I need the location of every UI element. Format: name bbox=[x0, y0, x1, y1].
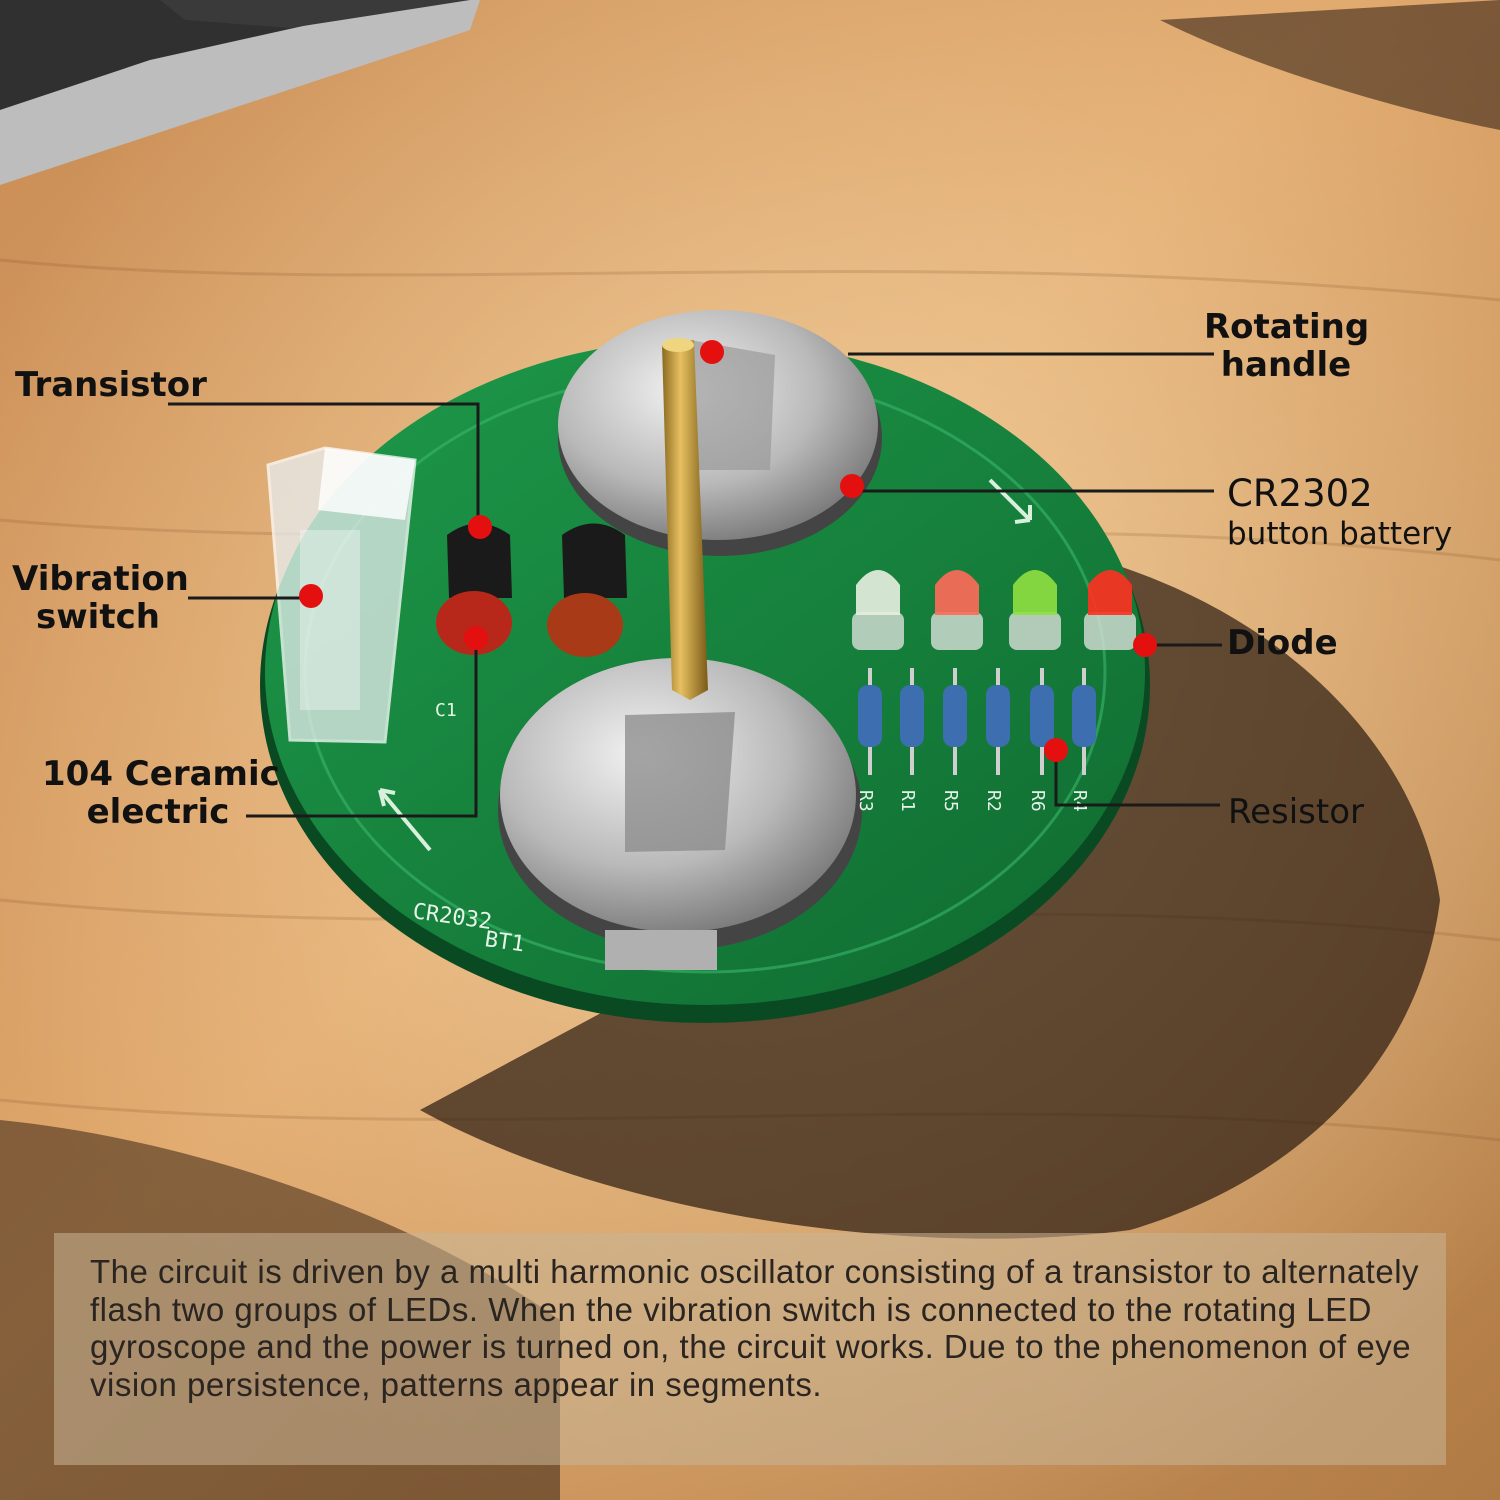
silkscreen-r2: R2 bbox=[983, 790, 1004, 812]
silkscreen-r5: R5 bbox=[940, 790, 961, 812]
label-transistor: Transistor bbox=[15, 365, 207, 405]
resistor-row: R3 R1 R5 R2 R6 R4 bbox=[855, 668, 1096, 812]
callout-dot-3 bbox=[468, 515, 492, 539]
resistor-r2: R2 bbox=[983, 668, 1010, 812]
label-battery: CR2302 button battery bbox=[1227, 472, 1453, 553]
battery-holder-top bbox=[558, 310, 882, 556]
led-3 bbox=[1009, 570, 1061, 650]
silkscreen-r4: R4 bbox=[1069, 790, 1090, 812]
callout-dot-2 bbox=[840, 474, 864, 498]
silkscreen-r6: R6 bbox=[1027, 790, 1048, 812]
silkscreen-c1: C1 bbox=[435, 700, 457, 721]
callout-dot-6 bbox=[1133, 633, 1157, 657]
callout-markers bbox=[299, 340, 1157, 762]
leader-lines bbox=[168, 352, 1222, 818]
callout-dot-7 bbox=[1044, 738, 1068, 762]
callout-dot-1 bbox=[700, 340, 724, 364]
led-4 bbox=[1084, 570, 1136, 650]
label-resistor: Resistor bbox=[1228, 792, 1364, 832]
resistor-r6: R6 bbox=[1027, 668, 1054, 812]
led-2 bbox=[931, 570, 983, 650]
resistor-r5: R5 bbox=[940, 668, 967, 812]
led-1 bbox=[852, 570, 904, 650]
silkscreen-r3: R3 bbox=[855, 790, 876, 812]
led-row bbox=[852, 570, 1136, 650]
ceramic-capacitor-1 bbox=[436, 591, 512, 655]
keyboard bbox=[0, 0, 480, 185]
label-diode: Diode bbox=[1227, 623, 1338, 663]
description-box: The circuit is driven by a multi harmoni… bbox=[54, 1233, 1446, 1465]
vibration-switch bbox=[266, 446, 417, 744]
resistor-r1: R1 bbox=[897, 668, 924, 812]
rotating-handle bbox=[662, 338, 708, 700]
resistor-r3: R3 bbox=[855, 668, 882, 812]
transistor-1 bbox=[447, 523, 512, 598]
callout-dot-5 bbox=[464, 626, 488, 650]
ceramic-capacitor-2 bbox=[547, 593, 623, 657]
silkscreen-bt1: BT1 bbox=[483, 927, 526, 957]
transistor-2 bbox=[562, 523, 627, 598]
battery-holder-bottom bbox=[498, 658, 862, 970]
silkscreen-r1: R1 bbox=[897, 790, 918, 812]
callout-dot-4 bbox=[299, 584, 323, 608]
description-text: The circuit is driven by a multi harmoni… bbox=[90, 1253, 1420, 1403]
